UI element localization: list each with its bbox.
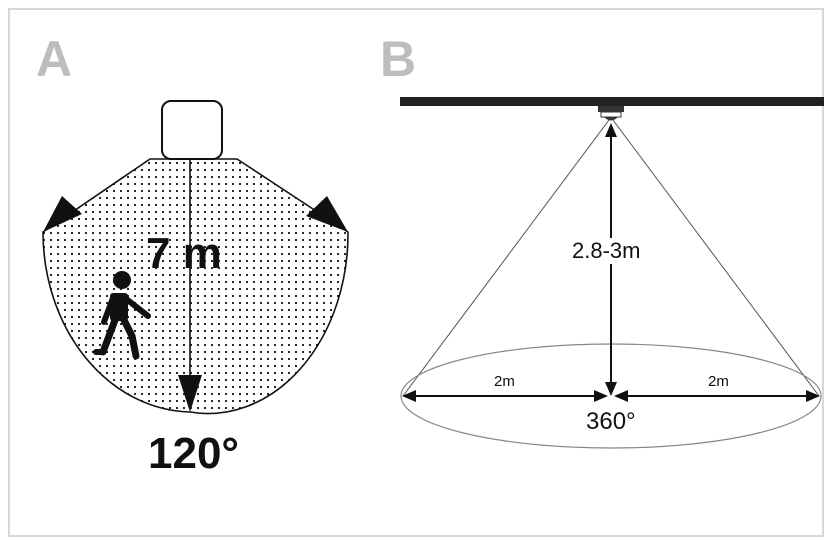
panel-b-diagram bbox=[400, 97, 824, 449]
cone-right-line bbox=[612, 119, 820, 397]
mounting-height-label: 2.8-3m bbox=[572, 238, 641, 264]
ceiling-bar bbox=[400, 97, 824, 106]
height-arrow-top bbox=[605, 123, 617, 137]
cone-left-line bbox=[402, 119, 610, 397]
detection-angle-label: 120° bbox=[148, 429, 240, 478]
figure-frame bbox=[8, 8, 824, 537]
detection-distance-label: 7 m bbox=[146, 229, 222, 278]
panel-a-diagram bbox=[42, 100, 349, 415]
radius-right-arrow-inner bbox=[614, 390, 628, 402]
distance-arrowhead bbox=[178, 375, 202, 412]
right-arrowhead bbox=[306, 196, 348, 232]
radius-right-arrow-outer bbox=[806, 390, 820, 402]
left-arrowhead bbox=[43, 196, 82, 232]
radius-left-label: 2m bbox=[494, 373, 515, 390]
coverage-angle-label: 360° bbox=[586, 408, 636, 435]
ceiling-sensor bbox=[598, 106, 624, 121]
detection-zone bbox=[42, 158, 349, 415]
panel-b-label: B bbox=[380, 31, 417, 87]
height-arrow-bottom bbox=[605, 382, 617, 396]
sensor-box bbox=[161, 100, 223, 160]
panel-a-label: A bbox=[36, 31, 73, 87]
radius-right-label: 2m bbox=[708, 373, 729, 390]
person-icon bbox=[93, 271, 151, 360]
radius-left-arrow-inner bbox=[594, 390, 608, 402]
radius-left-arrow-outer bbox=[402, 390, 416, 402]
